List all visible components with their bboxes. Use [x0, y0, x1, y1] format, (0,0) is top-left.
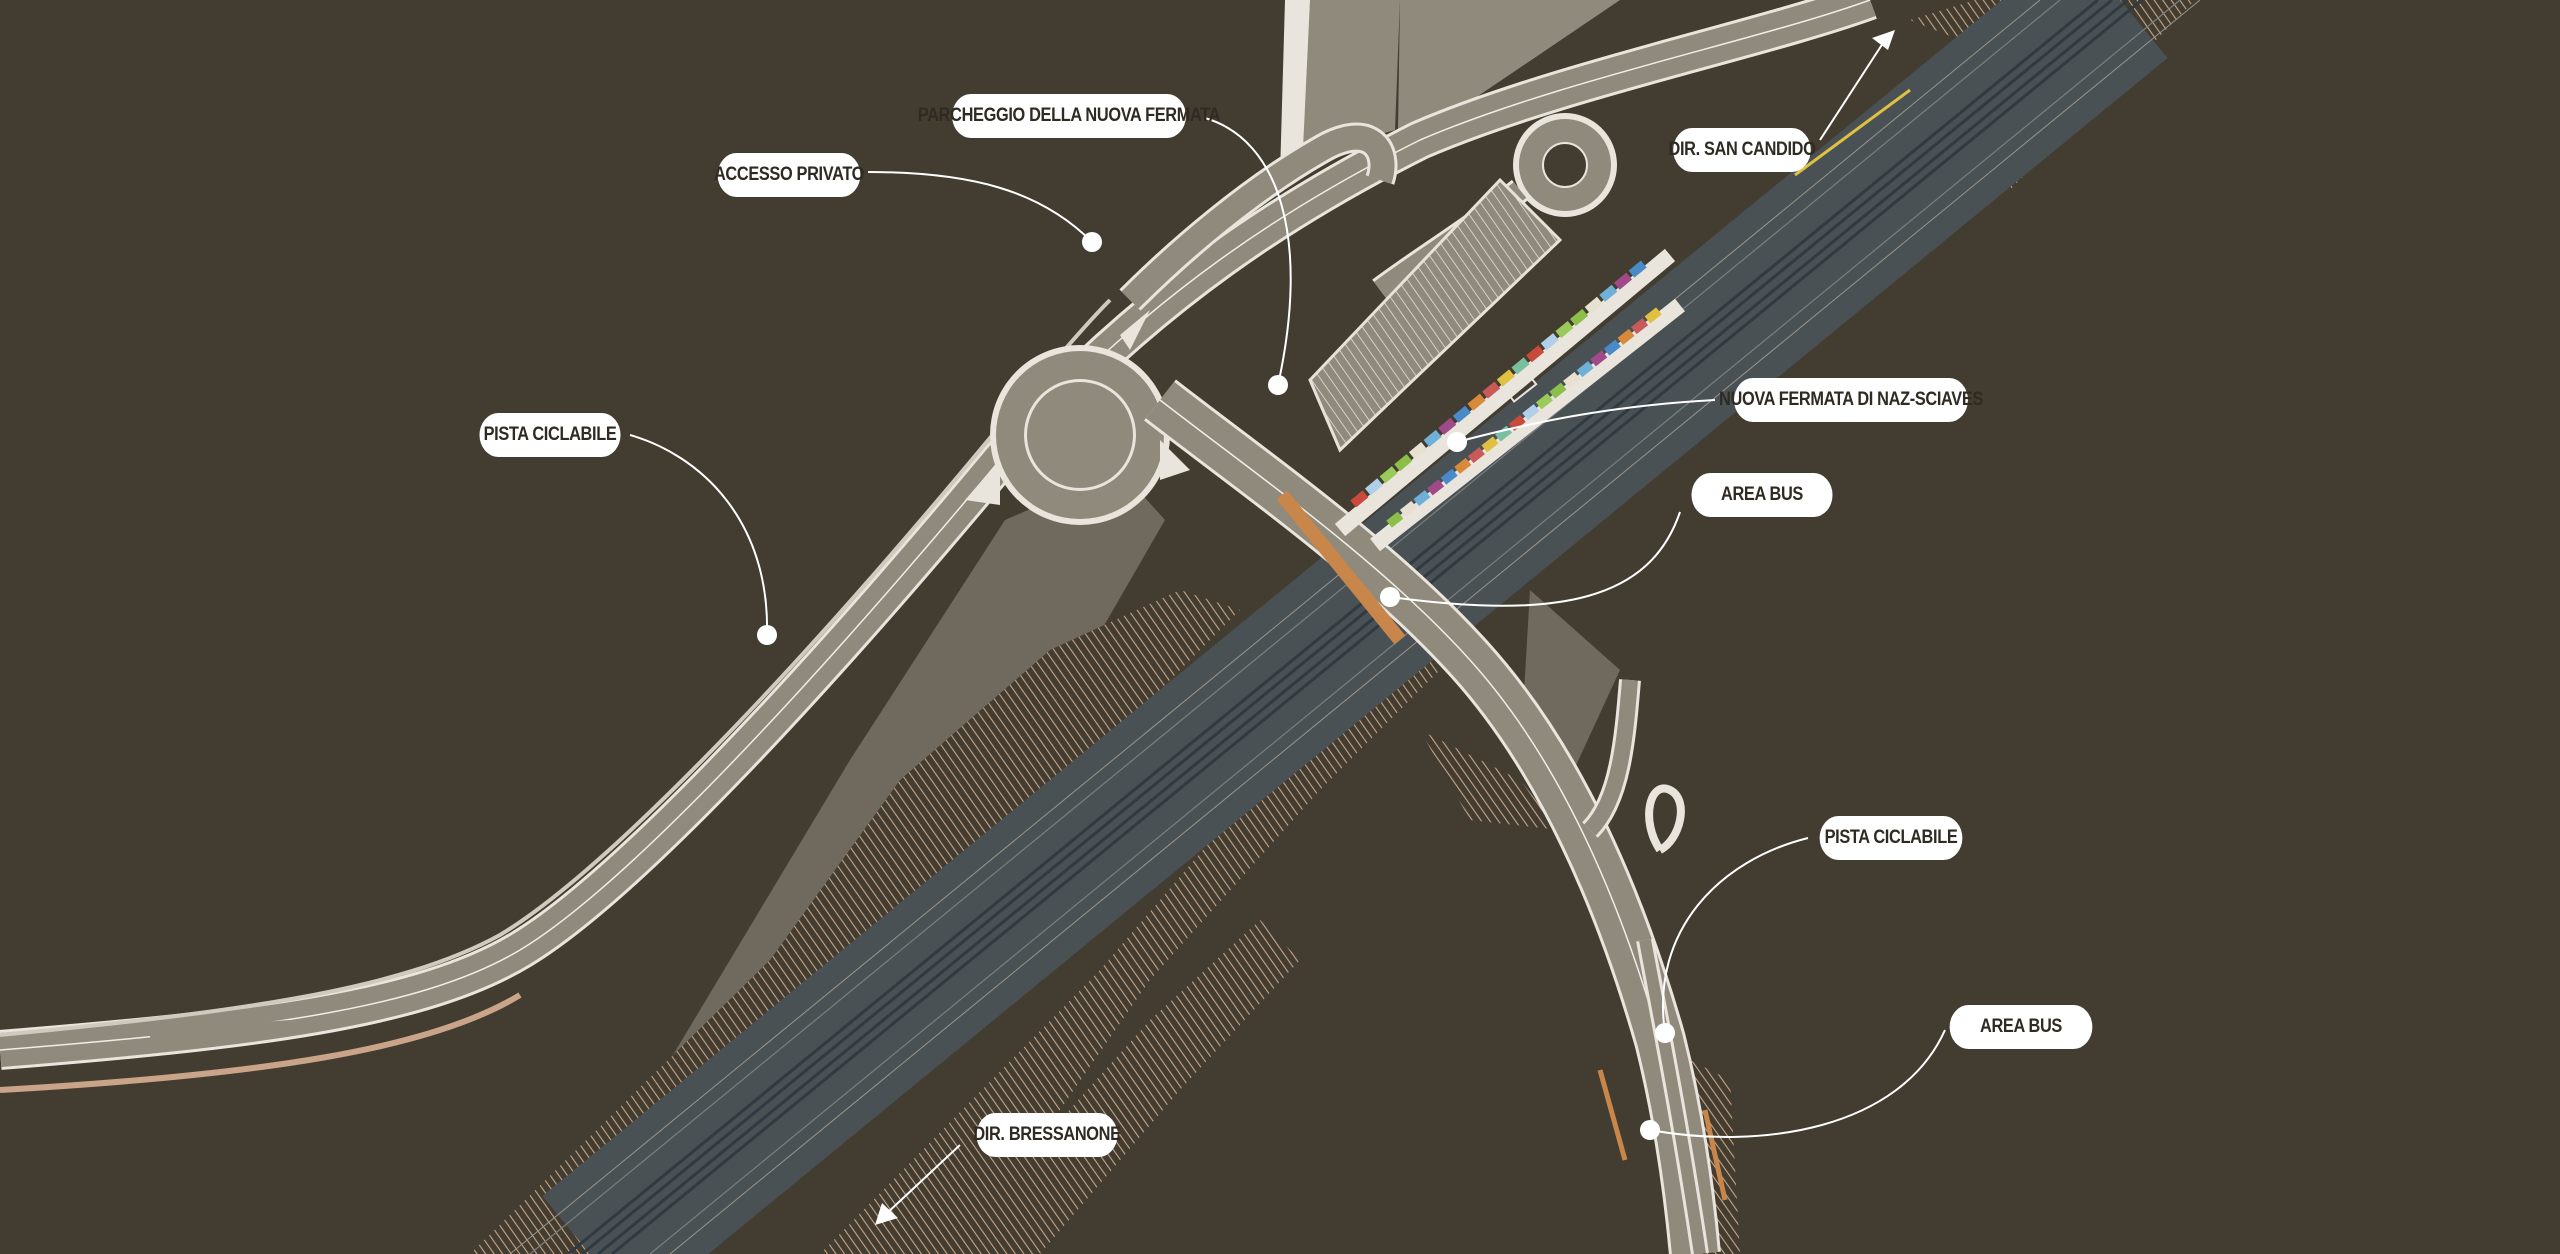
label-area-bus-south[interactable]: AREA BUS — [1949, 1005, 2093, 1049]
east-spur-road — [1581, 679, 1685, 854]
train-car — [1386, 511, 1404, 528]
parking-lot — [1308, 177, 1563, 453]
train-car — [1614, 272, 1633, 290]
arrow-san-candido-line — [1819, 39, 1886, 141]
train-car — [1423, 429, 1442, 448]
train-car — [1394, 454, 1413, 472]
train-car — [1555, 320, 1574, 339]
train-car — [1508, 414, 1526, 431]
arrow-bressanone-icon — [875, 1203, 898, 1225]
train-car — [1440, 468, 1458, 485]
train-car — [1364, 478, 1383, 496]
label-pista-ciclabile-nw[interactable]: PISTA CICLABILE — [479, 413, 621, 457]
leader-parcheggio — [1204, 117, 1292, 386]
arrow-san-candido-icon — [1872, 30, 1895, 50]
train-car — [1482, 381, 1501, 399]
train-car — [1413, 490, 1431, 507]
train-car — [1399, 500, 1417, 517]
marker-area-bus-south[interactable] — [1640, 1120, 1660, 1140]
leader-area-bus-center — [1389, 511, 1681, 607]
train-car — [1495, 425, 1513, 442]
label-accesso-privato[interactable]: ACCESSO PRIVATO — [714, 153, 864, 197]
train-car — [1617, 328, 1635, 345]
train-car — [1628, 260, 1647, 278]
marker-area-bus-center[interactable] — [1380, 587, 1400, 607]
train-car — [1526, 345, 1545, 363]
train-car — [1496, 369, 1515, 387]
label-area-bus-center[interactable]: AREA BUS — [1691, 473, 1833, 517]
bus-bays-south — [1597, 938, 1728, 1254]
train-car — [1522, 404, 1540, 421]
marker-pista-ciclabile-se[interactable] — [1655, 1023, 1675, 1043]
train-car — [1584, 296, 1603, 314]
train-car — [1535, 393, 1553, 410]
marker-parcheggio[interactable] — [1268, 375, 1288, 395]
marker-nuova-fermata[interactable] — [1447, 432, 1467, 452]
terrain-slope-north — [1285, 0, 1400, 160]
leader-accesso-privato — [867, 171, 1093, 243]
marker-pista-ciclabile-nw[interactable] — [757, 625, 777, 645]
embankment-center — [820, 600, 1470, 1254]
train-car — [1379, 466, 1398, 484]
train-car — [1467, 447, 1485, 464]
train-car — [1603, 339, 1621, 356]
label-nuova-fermata[interactable]: NUOVA FERMATA DI NAZ-SCIAVES — [1719, 378, 1983, 422]
label-pista-ciclabile-se[interactable]: PISTA CICLABILE — [1819, 816, 1963, 860]
access-road-north — [1280, 0, 1310, 175]
train-car — [1511, 357, 1530, 375]
label-parcheggio[interactable]: PARCHEGGIO DELLA NUOVA FERMATA — [918, 94, 1220, 138]
train-car — [1631, 318, 1649, 335]
marker-accesso-privato[interactable] — [1082, 232, 1102, 252]
embankment-bridge-south — [1420, 730, 1560, 830]
label-dir-san-candido[interactable]: DIR. SAN CANDIDO — [1668, 128, 1816, 172]
train-car — [1481, 436, 1499, 453]
train-car — [1599, 284, 1618, 302]
train-car — [1452, 405, 1471, 423]
train-car — [1549, 382, 1567, 399]
leader-nuova-fermata — [1456, 399, 1716, 443]
train-car — [1454, 457, 1472, 474]
leader-pista-ciclabile-nw — [629, 434, 769, 636]
train-car — [1563, 371, 1581, 388]
terrain-slope-northeast — [1398, 0, 1620, 130]
train-car — [1350, 490, 1369, 508]
train-car — [1540, 333, 1559, 351]
embankment-southwest — [470, 590, 1240, 1254]
train-car — [1408, 441, 1427, 460]
label-dir-bressanone[interactable]: DIR. BRESSANONE — [973, 1113, 1121, 1157]
train-car — [1427, 479, 1445, 496]
train-car — [1644, 307, 1662, 324]
railway-corridor — [509, 0, 2201, 1254]
embankment-south — [940, 920, 1300, 1254]
train-car — [1576, 361, 1594, 378]
train-car — [1590, 350, 1608, 367]
train-car — [1467, 393, 1486, 411]
train-car — [1438, 417, 1457, 435]
leader-area-bus-south — [1649, 1029, 1946, 1138]
arrow-bressanone-line — [884, 1144, 961, 1216]
train-car — [1570, 308, 1589, 327]
leader-pista-ciclabile-se — [1662, 837, 1809, 1034]
roundabout — [965, 310, 1190, 525]
